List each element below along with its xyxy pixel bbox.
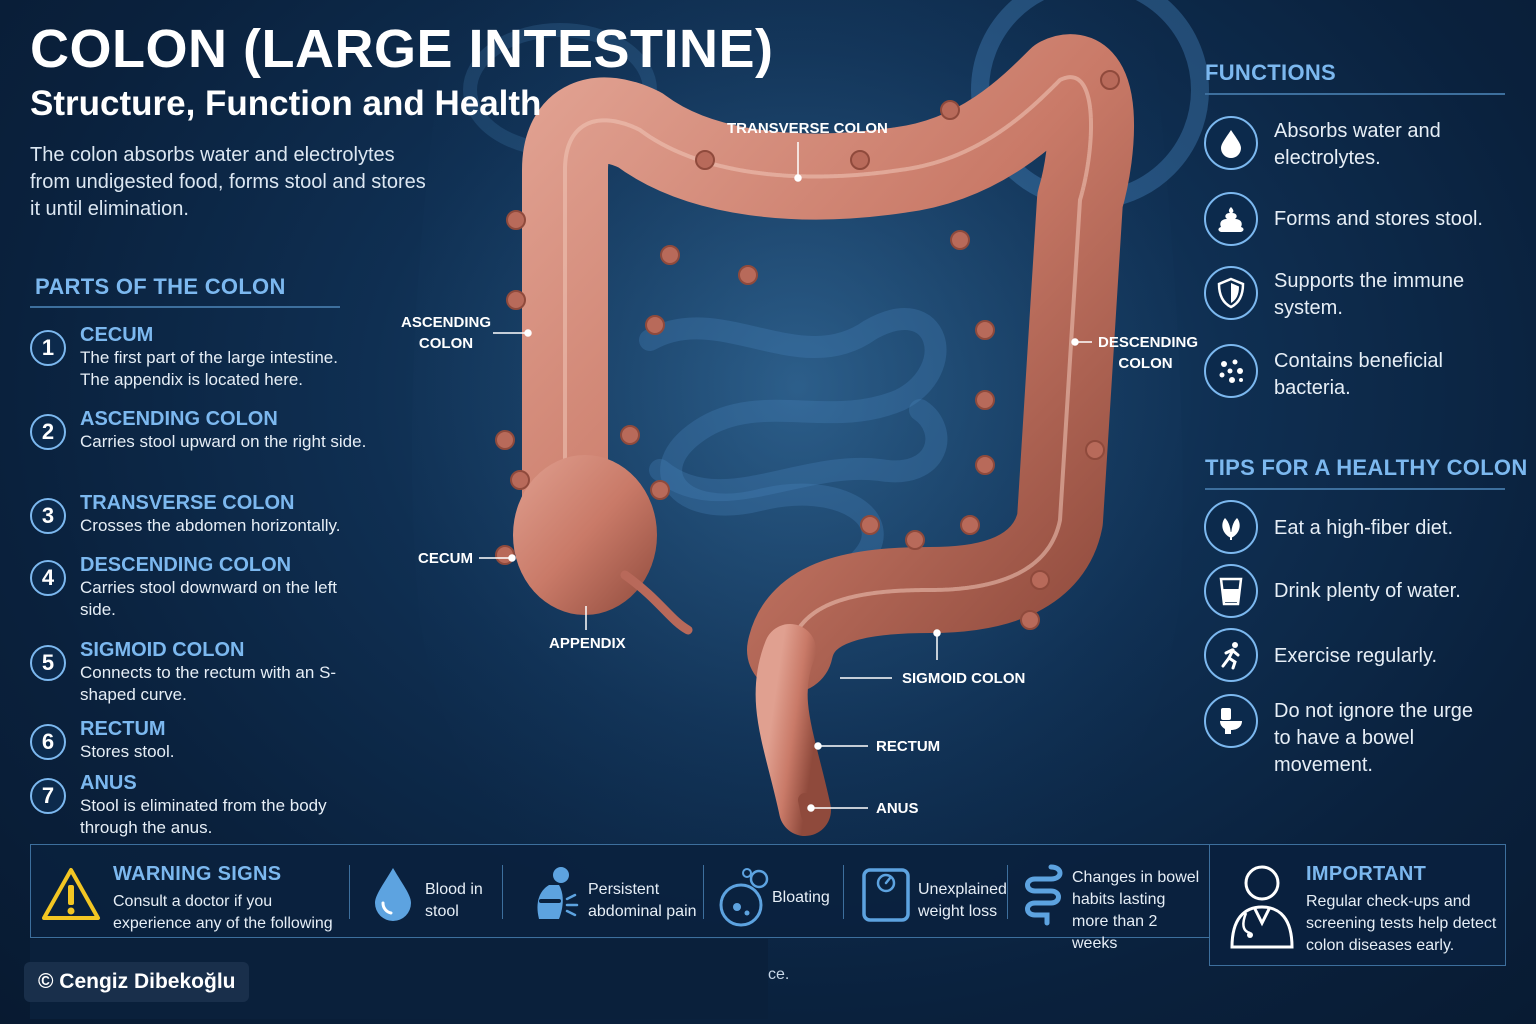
symptom-text: Unexplained weight loss — [918, 881, 1007, 920]
copyright-badge: © Cengiz Dibekoğlu — [24, 962, 250, 1002]
stool-icon — [1204, 192, 1258, 246]
warning-heading: WARNING SIGNS — [113, 863, 282, 885]
tips-divider — [1205, 488, 1505, 490]
label-leader-lines — [479, 142, 1092, 812]
water-drop-icon — [1204, 116, 1258, 170]
part-description: Carries stool downward on the left side. — [80, 578, 338, 619]
shield-icon — [1204, 266, 1258, 320]
weight-scale-icon — [862, 868, 910, 922]
part-number: 4 — [30, 560, 66, 596]
function-text: Absorbs water and electrolytes. — [1274, 120, 1441, 169]
intro-text: The colon absorbs water and electrolytes… — [30, 144, 426, 220]
function-text: Contains beneficial bacteria. — [1274, 350, 1443, 399]
important-panel: IMPORTANT Regular check-ups and screenin… — [1209, 844, 1506, 966]
label-sigmoid-colon: SIGMOID COLON — [902, 670, 1026, 687]
label-rectum: RECTUM — [876, 738, 941, 755]
functions-divider — [1205, 93, 1505, 95]
bowel-icon — [1025, 864, 1063, 926]
tip-text: Drink plenty of water. — [1274, 580, 1461, 602]
parts-divider — [30, 306, 340, 308]
blood-drop-icon — [375, 868, 411, 921]
warning-triangle-icon — [42, 868, 100, 920]
cecum-pouch — [513, 455, 657, 615]
appendix-shape — [620, 570, 693, 635]
part-name: ANUS — [80, 772, 137, 794]
symptom-text: Blood in stool — [425, 881, 483, 920]
warning-panel: WARNING SIGNS Consult a doctor if you ex… — [30, 844, 1210, 954]
label-ascending-colon: ASCENDING COLON — [400, 314, 491, 352]
page-title: COLON (LARGE INTESTINE) — [30, 19, 774, 79]
symptom-text: Bloating — [772, 889, 830, 906]
function-text: Supports the immune system. — [1274, 270, 1465, 319]
tip-text: Do not ignore the urge to have a bowel m… — [1274, 700, 1474, 776]
bacteria-icon — [1204, 344, 1258, 398]
label-anus: ANUS — [876, 800, 919, 817]
part-description: Connects to the rectum with an S-shaped … — [80, 663, 337, 704]
important-description: Regular check-ups and screening tests he… — [1306, 893, 1497, 954]
water-glass-icon — [1204, 564, 1258, 618]
truncated-footer-text: ce. — [768, 966, 790, 983]
running-person-icon — [1204, 628, 1258, 682]
abdominal-pain-icon — [537, 867, 579, 919]
important-heading: IMPORTANT — [1306, 863, 1427, 885]
tips-heading: TIPS FOR A HEALTHY COLON — [1205, 455, 1528, 480]
part-number: 7 — [30, 778, 66, 814]
leaf-icon — [1204, 500, 1258, 554]
page-subtitle: Structure, Function and Health — [30, 84, 542, 123]
label-appendix: APPENDIX — [549, 635, 626, 652]
bloating-icon — [719, 868, 769, 927]
tip-text: Eat a high-fiber diet. — [1274, 517, 1453, 539]
part-name: TRANSVERSE COLON — [80, 492, 295, 514]
part-name: DESCENDING COLON — [80, 554, 292, 576]
part-name: ASCENDING COLON — [80, 408, 278, 430]
part-number: 3 — [30, 498, 66, 534]
toilet-icon — [1204, 694, 1258, 748]
part-name: CECUM — [80, 324, 154, 346]
part-name: RECTUM — [80, 718, 166, 740]
part-description: Stool is eliminated from the body throug… — [80, 796, 327, 837]
symptom-text: Persistent abdominal pain — [588, 881, 697, 920]
part-number: 1 — [30, 330, 66, 366]
parts-heading: PARTS OF THE COLON — [35, 274, 286, 299]
part-description: Carries stool upward on the right side. — [80, 432, 367, 451]
label-cecum: CECUM — [418, 550, 473, 567]
symptom-text: Changes in bowel habits lasting more tha… — [1072, 869, 1200, 952]
part-number: 2 — [30, 414, 66, 450]
rectum-shape — [755, 624, 831, 836]
functions-heading: FUNCTIONS — [1205, 60, 1337, 85]
part-description: Stores stool. — [80, 742, 175, 761]
function-text: Forms and stores stool. — [1274, 208, 1483, 230]
part-number: 5 — [30, 645, 66, 681]
part-name: SIGMOID COLON — [80, 639, 245, 661]
doctor-icon — [1230, 865, 1294, 949]
epiploic-appendages — [495, 70, 1120, 630]
colon-body — [513, 34, 1135, 836]
label-descending-colon: DESCENDING COLON — [1098, 334, 1199, 372]
part-description: The first part of the large intestine. T… — [80, 348, 338, 389]
tip-text: Exercise regularly. — [1274, 645, 1438, 667]
part-description: Crosses the abdomen horizontally. — [80, 516, 341, 535]
part-number: 6 — [30, 724, 66, 760]
label-transverse-colon: TRANSVERSE COLON — [727, 120, 888, 137]
